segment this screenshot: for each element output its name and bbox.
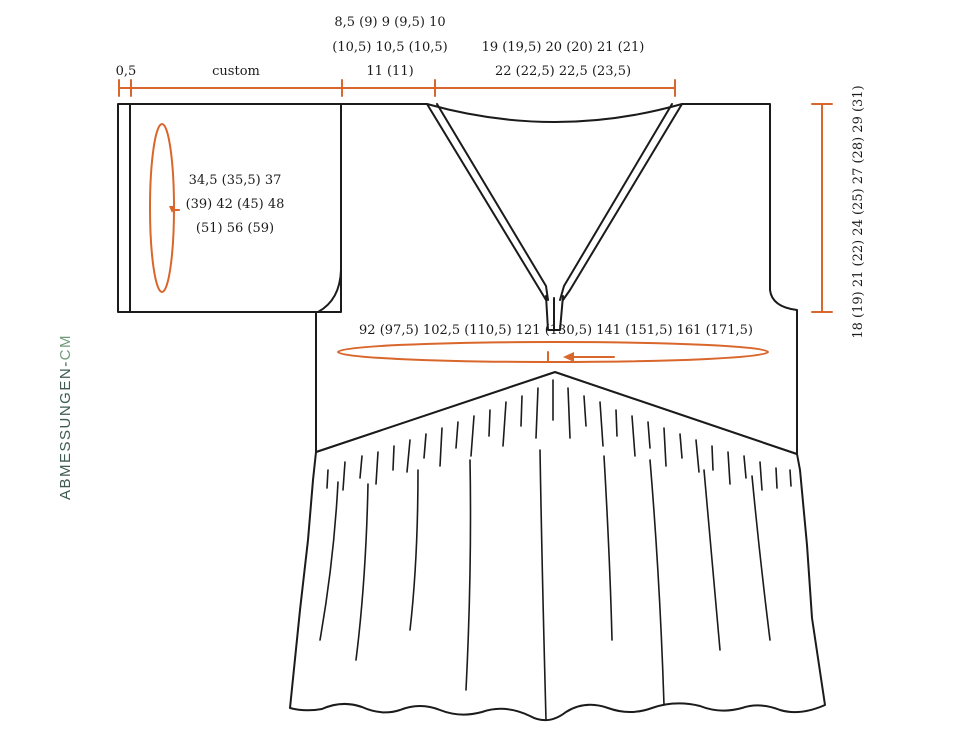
shoulder-width-line2: 22 (22,5) 22,5 (23,5) [495, 64, 631, 79]
chest-circ-label: 92 (97,5) 102,5 (110,5) 121 (130,5) 141 … [359, 323, 753, 338]
sleeve-circ-line1: 34,5 (35,5) 37 [189, 173, 282, 188]
gather-strokes [326, 379, 792, 491]
side-title: ABMESSUNGEN-CM [57, 334, 74, 500]
top-dimension [118, 79, 676, 97]
armhole-depth-label: 18 (19) 21 (22) 24 (25) 27 (28) 29 (31) [851, 85, 866, 338]
peplum-outline [289, 371, 826, 722]
armhole-dimension [811, 103, 833, 313]
sleeve-outline [117, 103, 342, 313]
cuff-width-label: 0,5 [116, 64, 137, 79]
neck-width-line1: 8,5 (9) 9 (9,5) 10 [334, 15, 445, 30]
v-neck-inner [436, 103, 673, 301]
sleeve-circ-arrow [169, 206, 175, 213]
sleeve-circ-line2: (39) 42 (45) 48 [186, 197, 285, 212]
shoulder-width-line1: 19 (19,5) 20 (20) 21 (21) [482, 40, 645, 55]
drape-lines [319, 449, 771, 721]
sleeve-circ-line3: (51) 56 (59) [196, 221, 274, 236]
sleeve-length-label: custom [212, 64, 260, 79]
v-neck-tab [545, 295, 564, 331]
neck-width-line2: (10,5) 10,5 (10,5) [332, 40, 447, 55]
v-neck-outer [426, 103, 683, 301]
neck-width-line3: 11 (11) [366, 64, 413, 79]
chest-ellipse [337, 341, 769, 363]
